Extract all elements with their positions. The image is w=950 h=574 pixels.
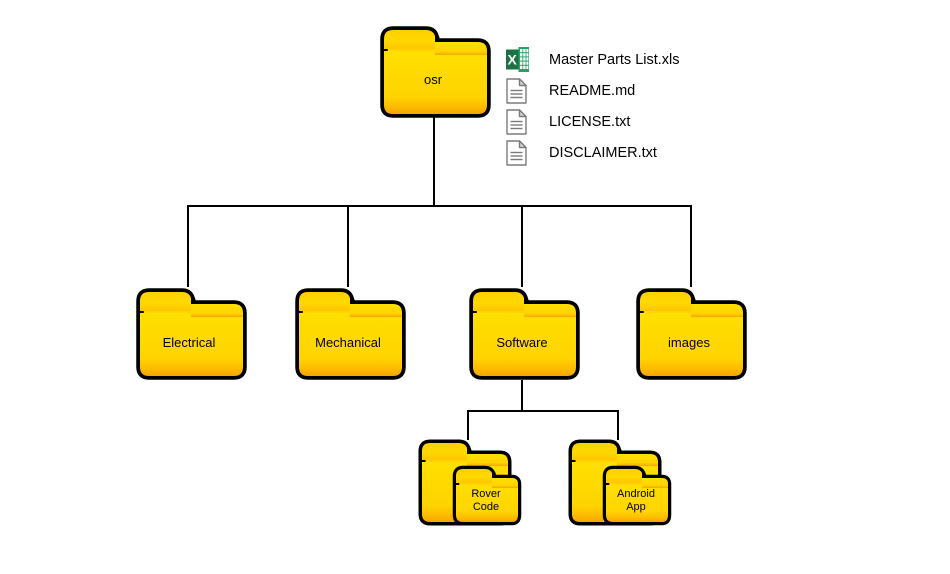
connector-level3-bus (467, 410, 619, 412)
folder-icon (636, 288, 747, 380)
root-file-list: X Master Parts List.xls README.md (506, 44, 680, 168)
connector-drop-android-app (617, 410, 619, 440)
svg-text:X: X (508, 52, 518, 68)
folder-rover-code[interactable]: Rover Code (416, 438, 522, 526)
folder-mechanical[interactable]: Mechanical (292, 287, 406, 380)
file-name: DISCLAIMER.txt (549, 144, 657, 161)
folder-images[interactable]: images (633, 287, 747, 380)
connector-drop-software (521, 205, 523, 287)
file-name: LICENSE.txt (549, 113, 631, 130)
file-row[interactable]: X Master Parts List.xls (506, 44, 680, 75)
nested-folder-icon (418, 439, 522, 526)
connector-drop-images (690, 205, 692, 287)
document-file-icon (506, 139, 532, 167)
folder-icon (469, 288, 580, 380)
connector-root-trunk (433, 116, 435, 206)
folder-osr[interactable]: osr (377, 25, 491, 118)
folder-electrical[interactable]: Electrical (133, 287, 247, 380)
connector-drop-electrical (187, 205, 189, 287)
excel-file-icon: X (506, 46, 532, 74)
folder-icon (295, 288, 406, 380)
connector-software-trunk (521, 380, 523, 411)
connector-drop-rover-code (467, 410, 469, 440)
folder-icon (136, 288, 247, 380)
file-name: README.md (549, 82, 636, 99)
folder-icon (380, 26, 491, 118)
document-file-icon (506, 77, 532, 105)
file-row[interactable]: DISCLAIMER.txt (506, 137, 680, 168)
document-file-icon (506, 108, 532, 136)
file-name: Master Parts List.xls (549, 51, 680, 68)
file-row[interactable]: README.md (506, 75, 680, 106)
file-row[interactable]: LICENSE.txt (506, 106, 680, 137)
folder-software[interactable]: Software (466, 287, 580, 380)
connector-level2-bus (187, 205, 692, 207)
folder-android-app[interactable]: Android App (566, 438, 672, 526)
connector-drop-mechanical (347, 205, 349, 287)
nested-folder-icon (568, 439, 672, 526)
